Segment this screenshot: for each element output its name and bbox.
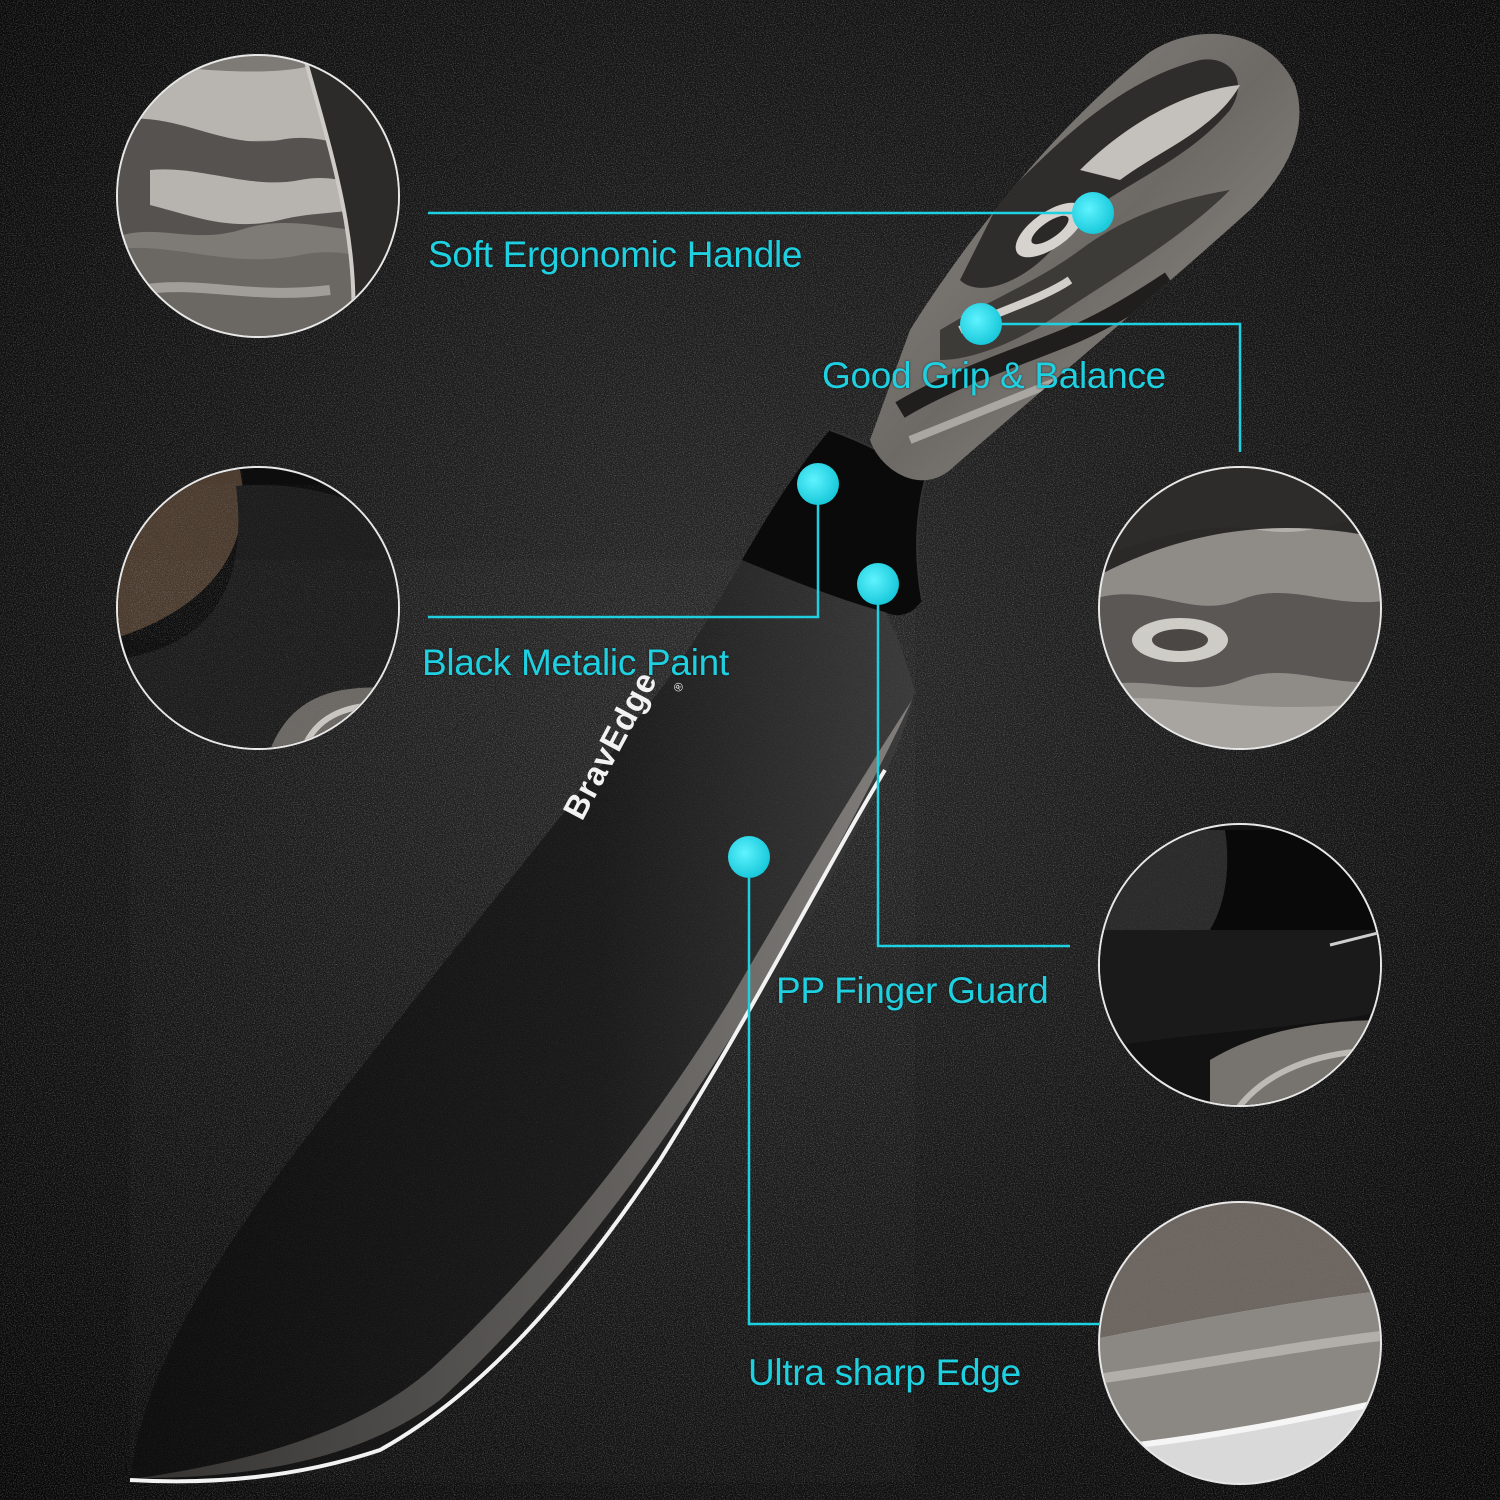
detail-circle-guard: [1098, 823, 1382, 1107]
callout-line-paint: [428, 484, 820, 619]
detail-circle-handle: [116, 54, 400, 338]
feature-label-guard: PP Finger Guard: [776, 970, 1049, 1011]
callout-line-guard: [876, 584, 1070, 948]
knife-edge: [129, 768, 887, 1484]
callout-dot-grip: [960, 303, 1002, 345]
feature-label-handle: Soft Ergonomic Handle: [428, 234, 803, 275]
detail-circle-paint: [116, 466, 400, 750]
callout-dot-paint: [797, 463, 839, 505]
callout-dot-guard: [857, 563, 899, 605]
callout-dot-handle: [1072, 192, 1114, 234]
feature-label-edge: Ultra sharp Edge: [748, 1352, 1021, 1393]
detail-circle-edge: [1098, 1201, 1382, 1485]
callout-line-grip: [981, 322, 1242, 452]
callout-dot-edge: [728, 836, 770, 878]
feature-label-paint: Black Metalic Paint: [422, 642, 729, 683]
callout-line-edge: [747, 857, 1100, 1326]
knife-handle: [870, 33, 1300, 481]
feature-label-grip: Good Grip & Balance: [822, 355, 1166, 396]
